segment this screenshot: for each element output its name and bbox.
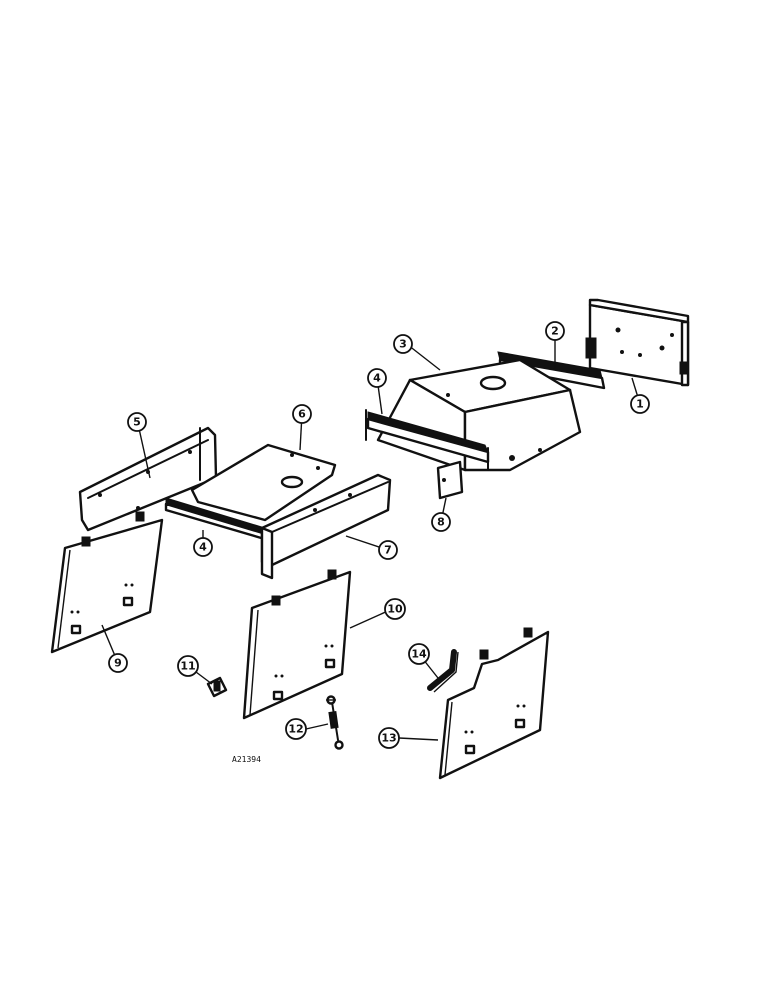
callout-6: 6	[292, 404, 312, 424]
callout-9: 9	[108, 653, 128, 673]
callout-3-label: 3	[399, 338, 407, 351]
callout-4-lower: 4	[193, 537, 213, 557]
callout-4-upper: 4	[367, 368, 387, 388]
callout-14-label: 14	[411, 648, 427, 661]
callout-6-label: 6	[298, 408, 306, 421]
part-10-center-panel	[242, 569, 352, 720]
callout-10-label: 10	[387, 603, 403, 616]
part-1-mounting-plate	[585, 298, 690, 387]
part-8-cover-plate	[436, 460, 464, 500]
callout-13-label: 13	[381, 732, 396, 745]
callout-1: 1	[630, 394, 650, 414]
drawing-reference-code: A21394	[232, 755, 261, 764]
callout-12: 12	[285, 718, 307, 740]
callout-2-label: 2	[551, 325, 559, 338]
callout-5: 5	[127, 412, 147, 432]
part-6-platform-plate	[190, 443, 337, 522]
callout-8: 8	[431, 512, 451, 532]
callout-5-label: 5	[133, 416, 141, 429]
callout-10: 10	[384, 598, 406, 620]
callout-4-upper-label: 4	[373, 372, 381, 385]
callout-12-label: 12	[288, 723, 303, 736]
callout-2: 2	[545, 321, 565, 341]
callout-9-label: 9	[114, 657, 122, 670]
part-12-gas-strut	[326, 695, 344, 750]
part-7-side-panel	[260, 473, 392, 580]
part-4-lower-bracket	[164, 497, 270, 542]
callout-8-label: 8	[437, 516, 445, 529]
callout-4-lower-label: 4	[199, 541, 207, 554]
part-4-upper-bracket	[365, 409, 490, 471]
callout-11-label: 11	[180, 660, 195, 673]
callout-14: 14	[408, 643, 430, 665]
part-13-right-panel	[438, 627, 550, 780]
callout-3: 3	[393, 334, 413, 354]
callout-7-label: 7	[384, 544, 392, 557]
callout-11: 11	[177, 655, 199, 677]
callout-1-label: 1	[636, 398, 644, 411]
part-14-seal-strip	[427, 649, 459, 693]
callout-13: 13	[378, 727, 400, 749]
callout-7: 7	[378, 540, 398, 560]
part-11-latch-clip	[206, 676, 228, 698]
part-9-left-panel	[50, 511, 164, 654]
